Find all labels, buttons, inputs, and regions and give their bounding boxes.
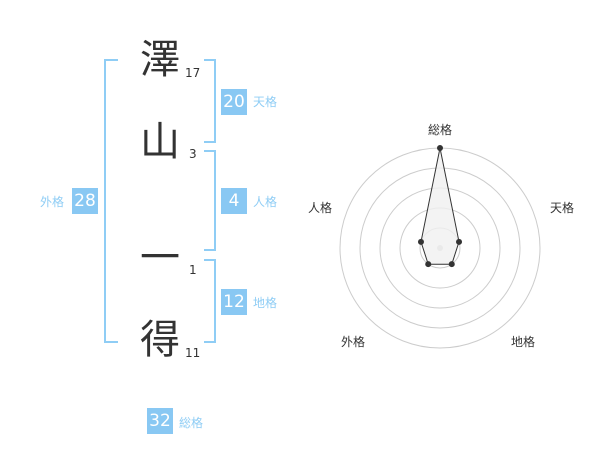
radar-point-2 (448, 261, 455, 268)
soukaku-label: 総格 (179, 416, 204, 430)
axis-label-gaikaku: 外格 (341, 335, 366, 349)
axis-label-jinkaku: 人格 (308, 201, 333, 215)
stroke-count-2: 3 (189, 147, 197, 161)
tenkaku-label: 天格 (253, 95, 278, 109)
axis-label-soukaku: 総格 (428, 123, 453, 137)
gaikaku-label: 外格 (40, 195, 65, 209)
tenkaku-bracket (204, 59, 216, 143)
gaikaku-value: 28 (72, 188, 98, 214)
tenkaku-value: 20 (221, 89, 247, 115)
jinkaku-bracket (204, 150, 216, 251)
radar-point-1 (456, 238, 463, 245)
radar-polygon (420, 147, 460, 265)
axis-label-tenkaku: 天格 (550, 201, 575, 215)
radar-series (417, 145, 463, 268)
stroke-count-3: 1 (189, 263, 197, 277)
stroke-count-4: 11 (185, 346, 201, 360)
radar-point-3 (425, 261, 432, 268)
stroke-count-1: 17 (185, 66, 201, 80)
name-char-3: 一 (140, 235, 180, 281)
name-char-4: 得 (140, 317, 180, 363)
soukaku-value: 32 (147, 408, 173, 434)
radar-point-0 (437, 145, 443, 151)
chikaku-bracket (204, 259, 216, 343)
chikaku-label: 地格 (253, 296, 278, 310)
axis-label-chikaku: 地格 (511, 335, 536, 349)
jinkaku-value: 4 (221, 188, 247, 214)
jinkaku-label: 人格 (253, 195, 278, 209)
outer-bracket (104, 59, 118, 343)
chikaku-value: 12 (221, 289, 247, 315)
name-char-2: 山 (140, 119, 180, 165)
name-char-1: 澤 (140, 37, 180, 83)
radar-point-4 (417, 238, 424, 245)
